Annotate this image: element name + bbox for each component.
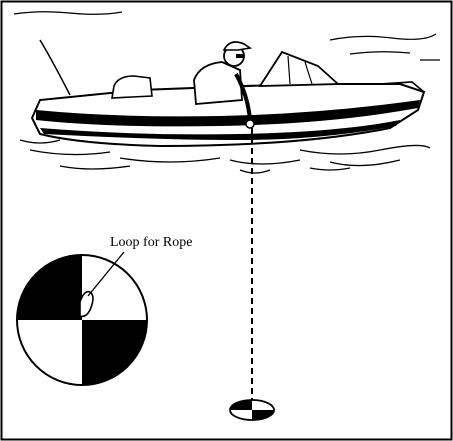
hand: [246, 120, 254, 128]
submerged-disk: [230, 400, 274, 420]
secchi-disk: [17, 255, 147, 385]
sunglasses: [236, 54, 244, 58]
loop-for-rope-label: Loop for Rope: [110, 235, 192, 251]
